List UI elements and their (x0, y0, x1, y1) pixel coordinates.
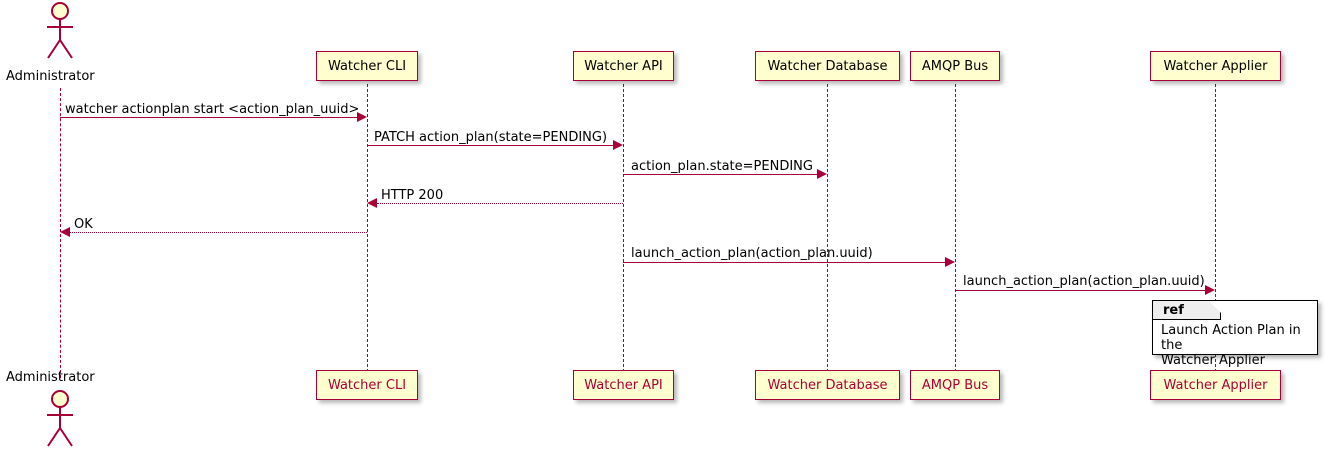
message-line-action-plan-state-pending (623, 174, 817, 175)
actor-stick-figure-icon (47, 390, 73, 447)
message-arrowhead-patch-action-plan (613, 140, 623, 150)
message-label-watcher-actionplan-start: watcher actionplan start <action_plan_uu… (65, 102, 360, 117)
ref-fragment-text: Launch Action Plan in the Watcher Applie… (1161, 323, 1301, 368)
message-line-patch-action-plan (367, 145, 613, 146)
message-arrowhead-http-200 (367, 198, 377, 208)
participant-amqp-bus-top[interactable]: AMQP Bus (910, 51, 1000, 81)
participant-watcher-database-bottom[interactable]: Watcher Database (755, 370, 900, 400)
lifeline-watcher-database (827, 84, 828, 372)
message-label-ok: OK (74, 217, 93, 232)
participant-watcher-database-top[interactable]: Watcher Database (755, 51, 900, 81)
lifeline-watcher-applier (1215, 84, 1216, 372)
message-line-http-200 (377, 203, 623, 204)
actor-label-administrator-bottom: Administrator (6, 370, 95, 385)
participant-watcher-api-top[interactable]: Watcher API (573, 51, 674, 81)
lifeline-amqp-bus (955, 84, 956, 372)
ref-fragment: ref Launch Action Plan in the Watcher Ap… (1152, 300, 1318, 368)
actor-stick-figure-icon (47, 2, 73, 59)
message-arrowhead-ok (60, 227, 70, 237)
participant-watcher-api-bottom[interactable]: Watcher API (573, 370, 674, 400)
participant-watcher-cli-top[interactable]: Watcher CLI (316, 51, 418, 81)
message-arrowhead-action-plan-state-pending (817, 169, 827, 179)
ref-fragment-keyword: ref (1163, 303, 1184, 318)
message-label-patch-action-plan: PATCH action_plan(state=PENDING) (374, 130, 608, 145)
actor-administrator-bottom (40, 390, 80, 452)
participant-amqp-bus-bottom[interactable]: AMQP Bus (910, 370, 1000, 400)
participant-watcher-applier-bottom[interactable]: Watcher Applier (1150, 370, 1281, 400)
message-label-launch-action-plan-amqp: launch_action_plan(action_plan.uuid) (631, 246, 873, 261)
message-label-http-200: HTTP 200 (381, 188, 444, 203)
message-label-launch-action-plan-applier: launch_action_plan(action_plan.uuid) (963, 274, 1205, 289)
message-line-watcher-actionplan-start (60, 117, 357, 118)
message-arrowhead-launch-action-plan-applier (1205, 285, 1215, 295)
lifeline-watcher-cli (367, 84, 368, 372)
participant-watcher-cli-bottom[interactable]: Watcher CLI (316, 370, 418, 400)
participant-watcher-applier-top[interactable]: Watcher Applier (1150, 51, 1281, 81)
message-arrowhead-launch-action-plan-amqp (945, 257, 955, 267)
lifeline-watcher-api (623, 84, 624, 372)
message-line-ok (70, 232, 367, 233)
message-label-action-plan-state-pending: action_plan.state=PENDING (631, 159, 813, 174)
message-line-launch-action-plan-applier (955, 290, 1205, 291)
message-arrowhead-watcher-actionplan-start (357, 112, 367, 122)
actor-label-administrator-top: Administrator (6, 69, 95, 84)
actor-administrator-top (40, 2, 80, 64)
message-line-launch-action-plan-amqp (623, 262, 945, 263)
